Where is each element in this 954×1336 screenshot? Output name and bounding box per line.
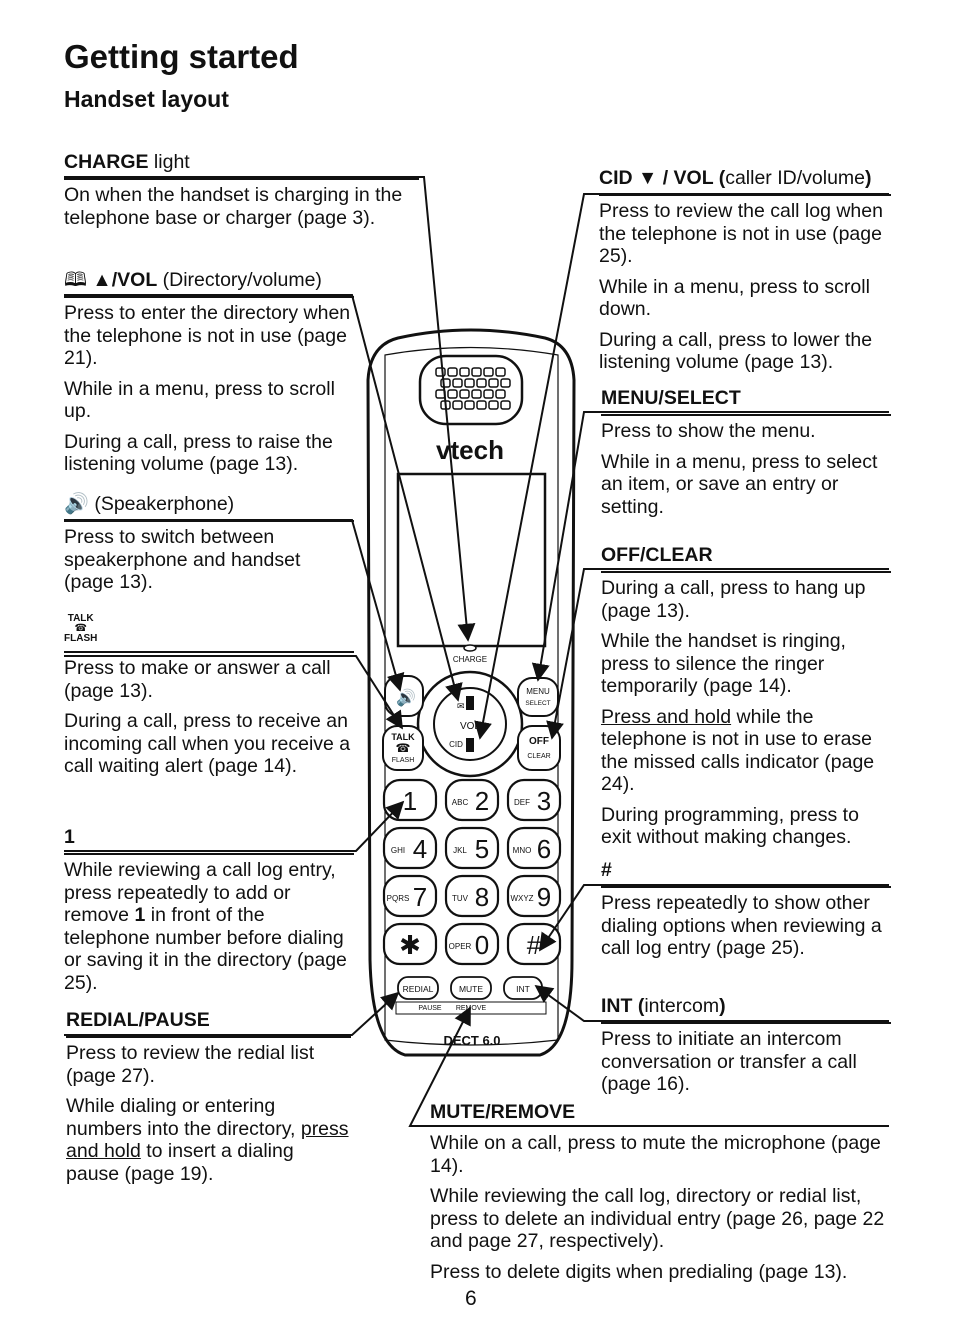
key-number: ✱ xyxy=(399,930,421,960)
talk-flash-icon: TALK☎FLASH xyxy=(64,613,98,644)
key-number: 6 xyxy=(537,834,551,864)
grille-hole xyxy=(476,378,487,388)
section-subtitle: Handset layout xyxy=(64,86,229,112)
key-number: 4 xyxy=(413,834,427,864)
key-number: 7 xyxy=(413,882,427,912)
key-letters: TUV xyxy=(452,894,469,903)
nav-cid-label: CID xyxy=(449,740,463,749)
grille-hole xyxy=(483,367,494,377)
grille-hole xyxy=(459,367,470,377)
page-number: 6 xyxy=(465,1287,477,1310)
brand-logo: vtech xyxy=(436,435,504,465)
svg-text:TALK: TALK xyxy=(391,732,415,742)
svg-text:REDIAL: REDIAL xyxy=(403,984,434,994)
earpiece xyxy=(418,354,524,426)
nav-center xyxy=(433,687,507,761)
key-letters: WXYZ xyxy=(510,894,533,903)
key-letters: GHI xyxy=(391,846,405,855)
page-title: Getting started xyxy=(64,38,299,75)
charge-label: CHARGE xyxy=(453,655,487,664)
key-0[interactable] xyxy=(444,922,500,966)
hash-key-callout: # Press repeatedly to show other dialing… xyxy=(601,858,891,968)
svg-text:OFF: OFF xyxy=(529,736,549,747)
grille-hole xyxy=(452,400,463,410)
svg-text:FLASH: FLASH xyxy=(392,757,415,764)
key-8[interactable] xyxy=(444,874,500,918)
key-number: 1 xyxy=(403,786,417,816)
key-letters: OPER xyxy=(449,942,472,951)
key-letters: PQRS xyxy=(387,894,410,903)
menu-select-callout: MENU/SELECT Press to show the menu. Whil… xyxy=(601,386,891,526)
talk-flash-callout: TALK☎FLASH Press to make or answer a cal… xyxy=(64,614,354,786)
svg-text:INT: INT xyxy=(516,984,530,994)
grille-hole xyxy=(488,400,499,410)
nav-dir-icon: ✉ xyxy=(457,701,465,711)
grille-hole xyxy=(459,389,470,399)
nav-vol-label: VOL xyxy=(460,721,480,732)
dect-logo: DECT 6.0 xyxy=(443,1033,500,1048)
grille-hole xyxy=(500,400,511,410)
key-one-callout: 1 While reviewing a call log entry, pres… xyxy=(64,825,354,1002)
grille-hole xyxy=(483,389,494,399)
grille-hole xyxy=(488,378,499,388)
svg-text:CLEAR: CLEAR xyxy=(527,753,550,760)
menu-select-button xyxy=(517,677,559,717)
key-number: 5 xyxy=(475,834,489,864)
display-screen xyxy=(396,472,547,648)
grille-hole xyxy=(464,378,475,388)
key-number: 2 xyxy=(475,786,489,816)
redial-pause-button xyxy=(397,976,439,1000)
svg-text:REMOVE: REMOVE xyxy=(456,1005,487,1012)
key-6[interactable] xyxy=(506,826,562,870)
grille-hole xyxy=(447,367,458,377)
key-4[interactable] xyxy=(382,826,438,870)
grille-hole xyxy=(464,400,475,410)
cid-volume-callout: CID ▼ / VOL (caller ID/volume) Press to … xyxy=(599,166,891,382)
svg-text:SELECT: SELECT xyxy=(525,700,550,707)
key-letters: JKL xyxy=(453,846,467,855)
key-7[interactable] xyxy=(382,874,438,918)
speakerphone-callout: 🔊 (Speakerphone) Press to switch between… xyxy=(64,492,354,602)
redial-pause-callout: REDIAL/PAUSE Press to review the redial … xyxy=(66,1008,351,1193)
key-number: # xyxy=(527,930,542,960)
grille-hole xyxy=(495,389,506,399)
talk-button xyxy=(382,725,424,771)
svg-text:MUTE: MUTE xyxy=(459,984,483,994)
svg-text:PAUSE: PAUSE xyxy=(418,1005,442,1012)
charge-callout: CHARGE light On when the handset is char… xyxy=(64,150,419,237)
grille-hole xyxy=(452,378,463,388)
key-letters: DEF xyxy=(514,798,530,807)
grille-hole xyxy=(500,378,511,388)
charge-light xyxy=(463,644,477,652)
mute-remove-callout: MUTE/REMOVE While on a call, press to mu… xyxy=(430,1101,885,1283)
key-9[interactable] xyxy=(506,874,562,918)
intercom-callout: INT (intercom) Press to initiate an inte… xyxy=(601,994,891,1104)
key-✱[interactable] xyxy=(382,922,438,966)
mute-remove-button xyxy=(450,976,492,1000)
key-5[interactable] xyxy=(444,826,500,870)
speaker-icon: 🔊 xyxy=(64,493,89,515)
directory-volume-callout: 🕮 ▲/VOL (Directory/volume) Press to ente… xyxy=(64,268,354,484)
grille-hole xyxy=(447,389,458,399)
grille-hole xyxy=(471,389,482,399)
speaker-icon: 🔊 xyxy=(396,688,416,707)
key-2[interactable] xyxy=(444,778,500,822)
key-letters: ABC xyxy=(452,798,469,807)
key-number: 9 xyxy=(537,882,551,912)
grille-hole xyxy=(495,367,506,377)
key-3[interactable] xyxy=(506,778,562,822)
key-number: 0 xyxy=(475,930,489,960)
off-clear-callout: OFF/CLEAR During a call, press to hang u… xyxy=(601,543,891,857)
grille-hole xyxy=(476,400,487,410)
svg-text:☎: ☎ xyxy=(396,741,411,755)
grille-hole xyxy=(471,367,482,377)
directory-icon: 🕮 xyxy=(64,269,93,291)
key-letters: MNO xyxy=(513,846,532,855)
svg-text:MENU: MENU xyxy=(526,687,550,696)
key-number: 3 xyxy=(537,786,551,816)
key-number: 8 xyxy=(475,882,489,912)
